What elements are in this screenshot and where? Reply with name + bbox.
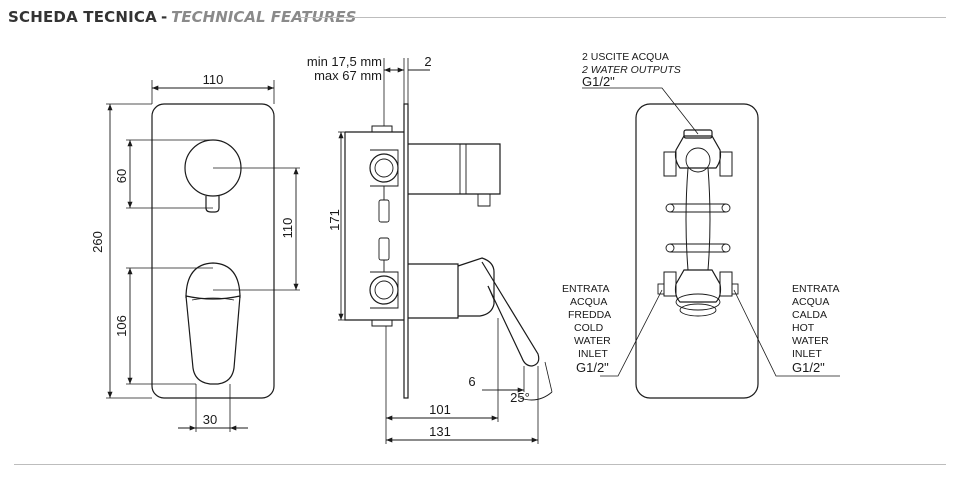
lever-height-label: 106 bbox=[114, 315, 129, 337]
cold-line: WATER bbox=[574, 335, 611, 347]
projection-101-label: 101 bbox=[429, 402, 451, 417]
back-view bbox=[582, 87, 840, 399]
outputs-label-it: 2 USCITE ACQUA bbox=[582, 51, 669, 63]
cold-thread: G1/2" bbox=[576, 360, 609, 375]
lever-width-label: 30 bbox=[203, 412, 217, 427]
hot-line: ACQUA bbox=[792, 296, 829, 308]
knob-diameter-label: 60 bbox=[114, 169, 129, 183]
side-cover-plate bbox=[403, 103, 409, 399]
hot-line: CALDA bbox=[792, 309, 827, 321]
axis-spacing-label: 110 bbox=[280, 218, 295, 239]
mixer-lever-cap bbox=[185, 262, 241, 299]
outputs-label-en: 2 WATER OUTPUTS bbox=[581, 64, 681, 76]
hot-line: ENTRATA bbox=[792, 283, 839, 295]
hot-inlet-label: ENTRATA ACQUA CALDA HOT WATER INLET G1/2… bbox=[792, 283, 839, 375]
cold-leader bbox=[600, 289, 663, 377]
header-rule bbox=[298, 17, 946, 18]
front-height-label: 260 bbox=[90, 231, 105, 253]
knob-stem bbox=[205, 196, 220, 213]
front-plate bbox=[151, 103, 275, 399]
side-view bbox=[338, 58, 553, 444]
cold-line: ACQUA bbox=[570, 296, 607, 308]
back-plate bbox=[635, 103, 759, 399]
side-lever-body bbox=[408, 263, 459, 319]
lever-angle-label: 25° bbox=[510, 390, 530, 405]
hot-thread: G1/2" bbox=[792, 360, 825, 375]
hot-line: INLET bbox=[792, 348, 822, 360]
hot-leader bbox=[733, 289, 840, 377]
outputs-leader bbox=[582, 87, 699, 135]
section-title: SCHEDA TECNICA bbox=[8, 8, 157, 26]
front-view bbox=[106, 80, 300, 432]
wall-min-label: min 17,5 mm bbox=[307, 54, 382, 69]
plate-thickness-label: 2 bbox=[424, 54, 431, 69]
side-lever-handle bbox=[481, 261, 540, 367]
body-height-label: 171 bbox=[327, 209, 342, 231]
cold-line: INLET bbox=[578, 348, 608, 360]
dim-angle-arc bbox=[519, 391, 553, 401]
cold-line: FREDDA bbox=[568, 309, 611, 321]
cold-line: COLD bbox=[574, 322, 604, 334]
lever-offset-label: 6 bbox=[468, 374, 475, 389]
title-separator: - bbox=[160, 8, 168, 26]
wall-max-label: max 67 mm bbox=[314, 68, 382, 83]
cold-line: ENTRATA bbox=[562, 283, 609, 295]
side-knob bbox=[408, 143, 501, 195]
hot-line: HOT bbox=[792, 322, 815, 334]
mixer-lever bbox=[185, 295, 241, 385]
outlet-fitting bbox=[674, 135, 722, 169]
front-width-label: 110 bbox=[203, 72, 224, 87]
cold-inlet-label: ENTRATA ACQUA FREDDA COLD WATER INLET G1… bbox=[562, 283, 611, 375]
section-subtitle: TECHNICAL FEATURES bbox=[171, 8, 357, 26]
footer-rule bbox=[14, 464, 946, 465]
section-header: SCHEDA TECNICA - TECHNICAL FEATURES bbox=[8, 6, 356, 28]
projection-131-label: 131 bbox=[429, 424, 451, 439]
hot-line: WATER bbox=[792, 335, 829, 347]
outputs-thread: G1/2" bbox=[582, 74, 615, 89]
